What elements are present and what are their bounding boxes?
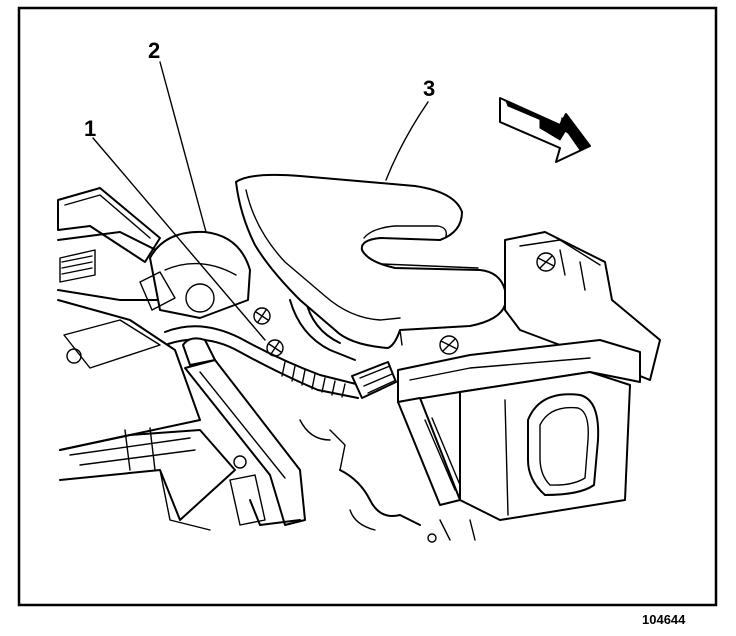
leader-lines: [92, 61, 429, 341]
engine-illustration: [57, 173, 661, 543]
leader-line-2: [159, 61, 207, 233]
callout-1: 1: [84, 116, 96, 141]
leader-line-1: [92, 137, 266, 341]
callout-2: 2: [148, 38, 160, 63]
leader-line-3: [385, 101, 429, 181]
direction-arrow-icon: [499, 97, 591, 163]
figure-number: 104644: [642, 612, 686, 627]
callout-3: 3: [423, 76, 435, 101]
